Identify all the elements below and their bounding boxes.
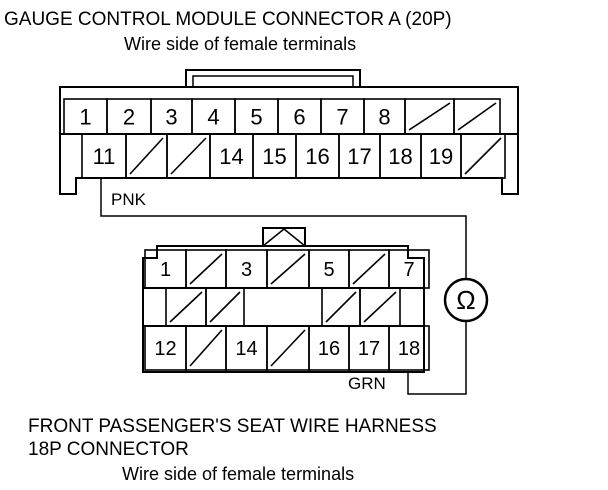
terminal-b-17: 17 <box>348 325 390 371</box>
unused-terminal-slash <box>170 137 207 175</box>
unused-terminal-slash <box>270 329 306 367</box>
terminal-a-empty <box>460 133 506 179</box>
unused-terminal-slash <box>189 329 223 367</box>
test-wiring <box>100 178 489 395</box>
terminal-b-empty <box>165 287 207 327</box>
terminal-number: 5 <box>250 104 262 129</box>
terminal-a-6: 6 <box>277 98 322 135</box>
terminal-b-empty <box>266 249 310 289</box>
connector-b-title-line2: 18P CONNECTOR <box>28 439 189 460</box>
terminal-b-empty <box>185 325 227 371</box>
unused-terminal-slash <box>325 291 357 323</box>
unused-terminal-slash <box>169 291 203 323</box>
terminal-b-empty <box>266 325 310 371</box>
terminal-number: 18 <box>388 144 412 169</box>
terminal-a-empty <box>125 133 168 179</box>
terminal-number: 14 <box>235 338 257 360</box>
terminal-number: 14 <box>219 144 243 169</box>
terminal-a-8: 8 <box>363 98 406 135</box>
terminal-number: 7 <box>336 104 348 129</box>
terminal-number: 3 <box>241 259 252 281</box>
terminal-a-19: 19 <box>420 133 462 179</box>
connector-a <box>59 69 519 195</box>
terminal-a-empty <box>453 98 501 135</box>
terminal-a-4: 4 <box>191 98 236 135</box>
unused-terminal-slash <box>129 137 164 175</box>
connector-a-terminals: 1 2 3 4 5 6 7 8 11 14 15 16 17 18 19 <box>63 98 506 179</box>
unused-terminal-slash <box>464 137 502 175</box>
terminal-a-1: 1 <box>63 98 108 135</box>
connector-b-latch <box>262 227 306 246</box>
terminal-a-16: 16 <box>295 133 340 179</box>
terminal-b-empty <box>359 287 401 327</box>
terminal-b-1: 1 <box>144 249 187 289</box>
terminal-b-12: 12 <box>144 325 187 371</box>
ohm-symbol: Ω <box>456 285 475 315</box>
terminal-number: 15 <box>262 144 286 169</box>
terminal-a-14: 14 <box>209 133 254 179</box>
unused-terminal-slash <box>189 253 223 285</box>
terminal-b-empty <box>185 249 227 289</box>
terminal-number: 12 <box>154 338 176 360</box>
terminal-number: 6 <box>293 104 305 129</box>
terminal-b-16: 16 <box>308 325 350 371</box>
wire-color-pnk: PNK <box>111 190 147 209</box>
terminal-number: 11 <box>93 144 116 169</box>
unused-terminal-slash <box>363 291 397 323</box>
terminal-number: 16 <box>305 144 329 169</box>
terminal-b-empty <box>321 287 361 327</box>
connector-a-latch <box>185 69 361 87</box>
terminal-a-empty <box>404 98 455 135</box>
connector-a-title: GAUGE CONTROL MODULE CONNECTOR A (20P) <box>4 9 452 30</box>
terminal-a-18: 18 <box>379 133 422 179</box>
terminal-number: 5 <box>323 259 334 281</box>
terminal-number: 18 <box>398 338 420 360</box>
terminal-b-3: 3 <box>225 249 268 289</box>
terminal-a-2: 2 <box>106 98 152 135</box>
terminal-number: 19 <box>429 144 453 169</box>
terminal-number: 16 <box>318 338 340 360</box>
terminal-a-3: 3 <box>150 98 193 135</box>
connector-b-title-line1: FRONT PASSENGER'S SEAT WIRE HARNESS <box>28 416 437 437</box>
terminal-number: 3 <box>165 104 177 129</box>
unused-terminal-slash <box>352 253 386 285</box>
terminal-a-15: 15 <box>252 133 297 179</box>
unused-terminal-slash <box>408 102 451 131</box>
terminal-number: 1 <box>79 104 91 129</box>
terminal-number: 7 <box>403 259 414 281</box>
unused-terminal-slash <box>457 102 497 131</box>
terminal-number: 17 <box>347 144 371 169</box>
terminal-number: 2 <box>123 104 135 129</box>
terminal-number: 8 <box>378 104 390 129</box>
terminal-a-5: 5 <box>234 98 279 135</box>
terminal-number: 1 <box>160 259 171 281</box>
wire-color-grn: GRN <box>348 374 386 393</box>
terminal-b-18: 18 <box>388 325 430 371</box>
terminal-b-empty <box>348 249 390 289</box>
terminal-number: 17 <box>358 338 380 360</box>
terminal-number: 4 <box>207 104 219 129</box>
connector-a-subtitle: Wire side of female terminals <box>124 34 356 54</box>
terminal-a-7: 7 <box>320 98 365 135</box>
terminal-b-5: 5 <box>308 249 350 289</box>
wire-grn <box>407 321 467 395</box>
terminal-b-14: 14 <box>225 325 268 371</box>
terminal-b-7: 7 <box>388 249 430 289</box>
connector-b-terminals: 1 3 5 7 12 14 16 17 18 <box>144 249 430 371</box>
terminal-b-empty <box>205 287 245 327</box>
terminal-a-empty <box>166 133 211 179</box>
terminal-a-11: 11 <box>81 133 127 179</box>
unused-terminal-slash <box>209 291 241 323</box>
unused-terminal-slash <box>270 253 306 285</box>
wire-pnk <box>100 178 467 279</box>
terminal-a-17: 17 <box>338 133 381 179</box>
connector-b-subtitle: Wire side of female terminals <box>122 464 354 484</box>
